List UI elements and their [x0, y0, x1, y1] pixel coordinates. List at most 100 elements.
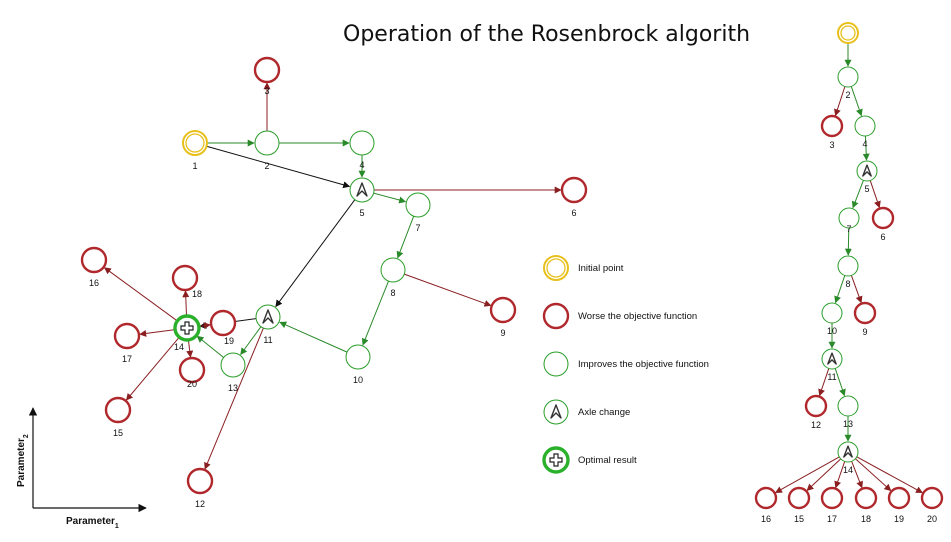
tree-node-16: 16 [754, 486, 778, 524]
tree-node-label-6: 6 [880, 232, 885, 242]
tree-edge-5-to-7 [851, 180, 864, 209]
tree-node-19: 19 [887, 486, 911, 524]
tree-node-label-17: 17 [827, 514, 837, 524]
axle-change-icon [843, 445, 853, 458]
tree-node-17: 17 [820, 486, 844, 524]
tree-node-12: 12 [804, 394, 828, 430]
edge-14-to-18 [182, 290, 190, 317]
node-label-7: 7 [415, 223, 420, 233]
tree-node-label-18: 18 [861, 514, 871, 524]
node-2: 2 [254, 130, 280, 171]
node-label-11: 11 [263, 335, 272, 345]
legend-label-optimal: Optimal result [578, 455, 637, 466]
tree-edge-8-to-9 [850, 275, 863, 304]
edge-8-to-9 [404, 273, 492, 307]
node-20: 20 [178, 356, 206, 389]
tree-node-label-2: 2 [845, 90, 850, 100]
optimal-cross-icon [549, 453, 563, 467]
legend-symbol-legend-optimal [542, 446, 570, 474]
tree-node-2: 2 [837, 66, 859, 100]
edge-14-to-17 [139, 329, 176, 337]
node-label-6: 6 [571, 208, 576, 218]
node-label-9: 9 [500, 328, 505, 338]
legend-symbol-legend-axle [543, 399, 569, 425]
edge-14-to-20 [186, 339, 194, 358]
tree-node-label-7: 7 [846, 224, 851, 234]
legend-symbol-legend-improve [543, 351, 569, 377]
tree-node-label-8: 8 [845, 279, 850, 289]
edge-5-to-11 [275, 199, 356, 308]
tree-node-label-13: 13 [843, 419, 853, 429]
legend-symbol-legend-worse [542, 302, 570, 330]
tree-edge-7-to-8 [844, 227, 852, 256]
node-label-17: 17 [122, 354, 132, 364]
edge-11-to-12 [204, 327, 264, 470]
node-8: 8 [380, 257, 406, 298]
tree-edges [774, 43, 923, 494]
node-5: 5 [349, 177, 375, 218]
node-label-5: 5 [359, 208, 364, 218]
node-3: 3 [253, 56, 281, 96]
tree-node-label-9: 9 [862, 327, 867, 337]
node-9: 9 [489, 296, 517, 338]
page-title: Operation of the Rosenbrock algorith [343, 22, 751, 47]
node-label-4: 4 [359, 160, 364, 170]
tree-node-label-5: 5 [864, 184, 869, 194]
optimal-cross-icon [180, 321, 194, 335]
tree-node-20: 20 [920, 486, 944, 524]
tree-node-6: 6 [871, 206, 895, 242]
tree-node-4: 4 [854, 115, 876, 149]
legend-label-worse: Worse the objective function [578, 311, 697, 322]
node-14: 14 [173, 314, 201, 352]
tree-edge-2-to-3 [834, 86, 846, 117]
edge-1-to-5 [206, 145, 351, 189]
edge-14-to-16 [103, 267, 178, 322]
edge-5-to-7 [373, 192, 407, 204]
node-label-20: 20 [187, 379, 197, 389]
node-label-16: 16 [89, 278, 99, 288]
tree-edge-14-to-19 [855, 458, 892, 492]
tree-edge-4-to-5 [862, 135, 870, 161]
tree-edge-14-to-15 [806, 458, 842, 491]
node-label-13: 13 [228, 383, 238, 393]
node-13: 13 [220, 352, 246, 393]
tree-node-7: 7 [838, 207, 860, 234]
tree-edge-14-to-17 [834, 461, 846, 489]
tree-node-3: 3 [820, 114, 844, 150]
edge-14-to-19 [198, 322, 211, 330]
legend-label-axle: Axle change [578, 407, 630, 418]
edge-13-to-14 [196, 335, 224, 358]
node-11: 11 [255, 304, 281, 345]
node-label-15: 15 [113, 428, 123, 438]
tree-node-label-19: 19 [894, 514, 904, 524]
node-label-10: 10 [353, 375, 363, 385]
node-label-8: 8 [390, 288, 395, 298]
node-label-19: 19 [224, 336, 234, 346]
node-6: 6 [560, 176, 588, 218]
node-label-2: 2 [264, 161, 269, 171]
edge-7-to-8 [396, 216, 415, 259]
node-label-3: 3 [264, 86, 269, 96]
tree-edge-8-to-10 [834, 275, 846, 304]
tree-node-label-10: 10 [827, 326, 837, 336]
axle-change-icon [550, 404, 562, 419]
tree-node-label-20: 20 [927, 514, 937, 524]
node-16: 16 [80, 246, 108, 288]
tree-edge-14-to-18 [851, 461, 863, 489]
node-label-1: 1 [192, 161, 197, 171]
tree-node-10: 10 [821, 302, 843, 336]
tree-node-9: 9 [853, 301, 877, 337]
node-10: 10 [345, 344, 371, 385]
node-7: 7 [405, 192, 431, 233]
legend-label-improve: Improves the objective function [578, 359, 709, 370]
tree-node-label-11: 11 [827, 372, 836, 382]
axle-change-icon [262, 309, 274, 324]
node-label-14: 14 [174, 342, 184, 352]
legend-label-initial: Initial point [578, 263, 624, 274]
edge-10-to-11 [279, 321, 348, 353]
legend-symbol-legend-initial [543, 255, 569, 281]
edge-14-to-15 [125, 336, 180, 401]
